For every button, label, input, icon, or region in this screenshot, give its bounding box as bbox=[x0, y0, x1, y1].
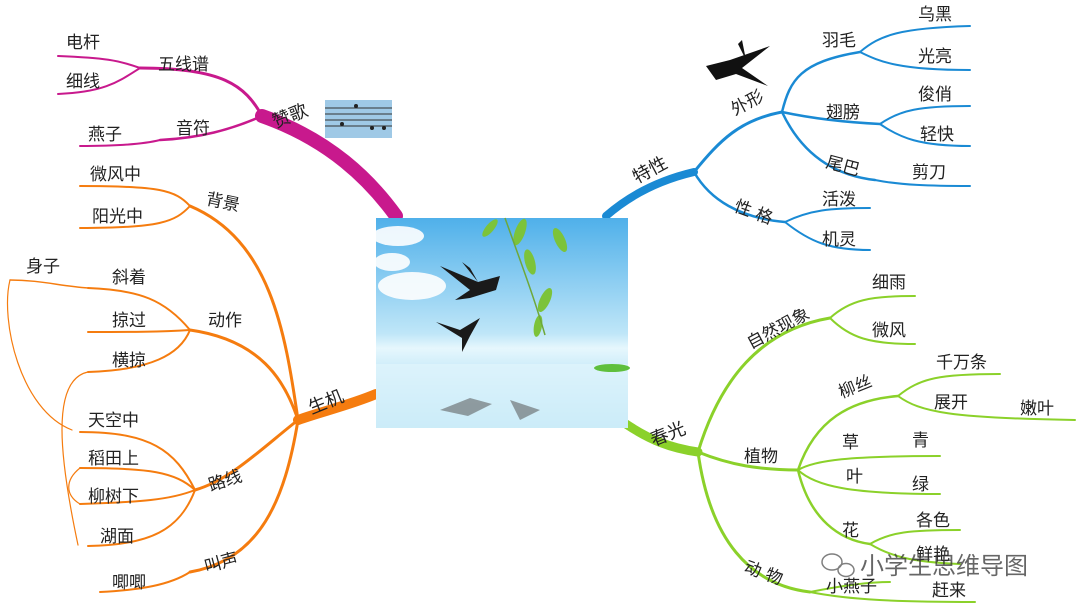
node-ziran: 自然现象 bbox=[744, 304, 813, 354]
node-qingkuai: 轻快 bbox=[920, 125, 954, 145]
node-xiezhe: 斜着 bbox=[112, 268, 146, 288]
node-weiba: 尾巴 bbox=[824, 153, 862, 181]
swallow-reflection-icon bbox=[440, 398, 540, 420]
node-qing: 青 bbox=[912, 431, 929, 451]
watermark: 小学生思维导图 bbox=[821, 552, 1028, 580]
node-lv: 绿 bbox=[912, 475, 929, 495]
node-yangguang: 阳光中 bbox=[92, 207, 143, 227]
node-zhankai: 展开 bbox=[934, 393, 968, 413]
node-shenzi: 身子 bbox=[26, 257, 60, 277]
node-ye: 叶 bbox=[846, 467, 863, 487]
node-beijing: 背景 bbox=[204, 189, 241, 216]
node-wuhei: 乌黑 bbox=[918, 5, 952, 25]
node-chibang: 翅膀 bbox=[826, 103, 860, 123]
node-jiji: 唧唧 bbox=[112, 573, 146, 593]
node-zhiwu: 植物 bbox=[744, 447, 778, 467]
node-dianggan: 电杆 bbox=[66, 33, 100, 53]
node-jiling: 机灵 bbox=[822, 230, 856, 250]
node-liusi: 柳丝 bbox=[836, 372, 875, 403]
node-waixing: 外形 bbox=[728, 87, 767, 121]
branch-shengji bbox=[6, 185, 381, 593]
node-tiankong: 天空中 bbox=[88, 411, 139, 431]
node-luxian: 路线 bbox=[206, 466, 245, 496]
node-xixian: 细线 bbox=[66, 72, 100, 92]
node-xiyu: 细雨 bbox=[872, 273, 906, 293]
node-huopo: 活泼 bbox=[822, 190, 856, 210]
node-weifeng-zhong: 微风中 bbox=[90, 165, 141, 185]
node-daotian: 稻田上 bbox=[88, 449, 139, 469]
node-ganlai: 赶来 bbox=[932, 581, 966, 601]
node-nenye: 嫩叶 bbox=[1020, 399, 1054, 419]
node-lueguo: 掠过 bbox=[112, 311, 146, 331]
node-yinfu: 音符 bbox=[176, 119, 210, 139]
branch-chunguang bbox=[621, 295, 1076, 603]
node-xiaoyanzi: 小燕子 bbox=[826, 577, 877, 597]
node-xianyan: 鲜艳 bbox=[916, 545, 950, 565]
swallow-icon bbox=[436, 262, 500, 352]
node-guangliang: 光亮 bbox=[918, 47, 952, 67]
node-wuxianpu: 五线谱 bbox=[158, 55, 209, 75]
node-jiaosheng: 叫声 bbox=[202, 549, 240, 577]
node-liushu: 柳树下 bbox=[88, 487, 139, 507]
node-yumao: 羽毛 bbox=[822, 31, 856, 51]
node-qianwan: 千万条 bbox=[936, 353, 987, 373]
node-junqiao: 俊俏 bbox=[918, 85, 952, 105]
wechat-icon bbox=[821, 553, 855, 578]
node-weifeng: 微风 bbox=[872, 321, 906, 341]
node-gese: 各色 bbox=[916, 511, 950, 531]
node-jiandao: 剪刀 bbox=[912, 163, 946, 183]
branch-zange bbox=[57, 55, 403, 223]
central-image bbox=[372, 217, 630, 428]
cloud-icon bbox=[372, 226, 446, 300]
node-cao: 草 bbox=[842, 433, 859, 453]
node-yanzi: 燕子 bbox=[88, 125, 122, 145]
music-staff-image bbox=[325, 100, 392, 138]
node-henglue: 横掠 bbox=[112, 351, 146, 371]
node-dongwu: 动 物 bbox=[741, 557, 785, 589]
watermark-text: 小学生思维导图 bbox=[860, 552, 1028, 580]
node-xingge: 性 格 bbox=[731, 197, 775, 229]
node-dongzuo: 动作 bbox=[208, 311, 242, 331]
node-humian: 湖面 bbox=[100, 527, 134, 547]
branch-texing bbox=[602, 25, 971, 251]
node-hua: 花 bbox=[842, 521, 859, 541]
swallow-silhouette-icon bbox=[706, 40, 770, 86]
